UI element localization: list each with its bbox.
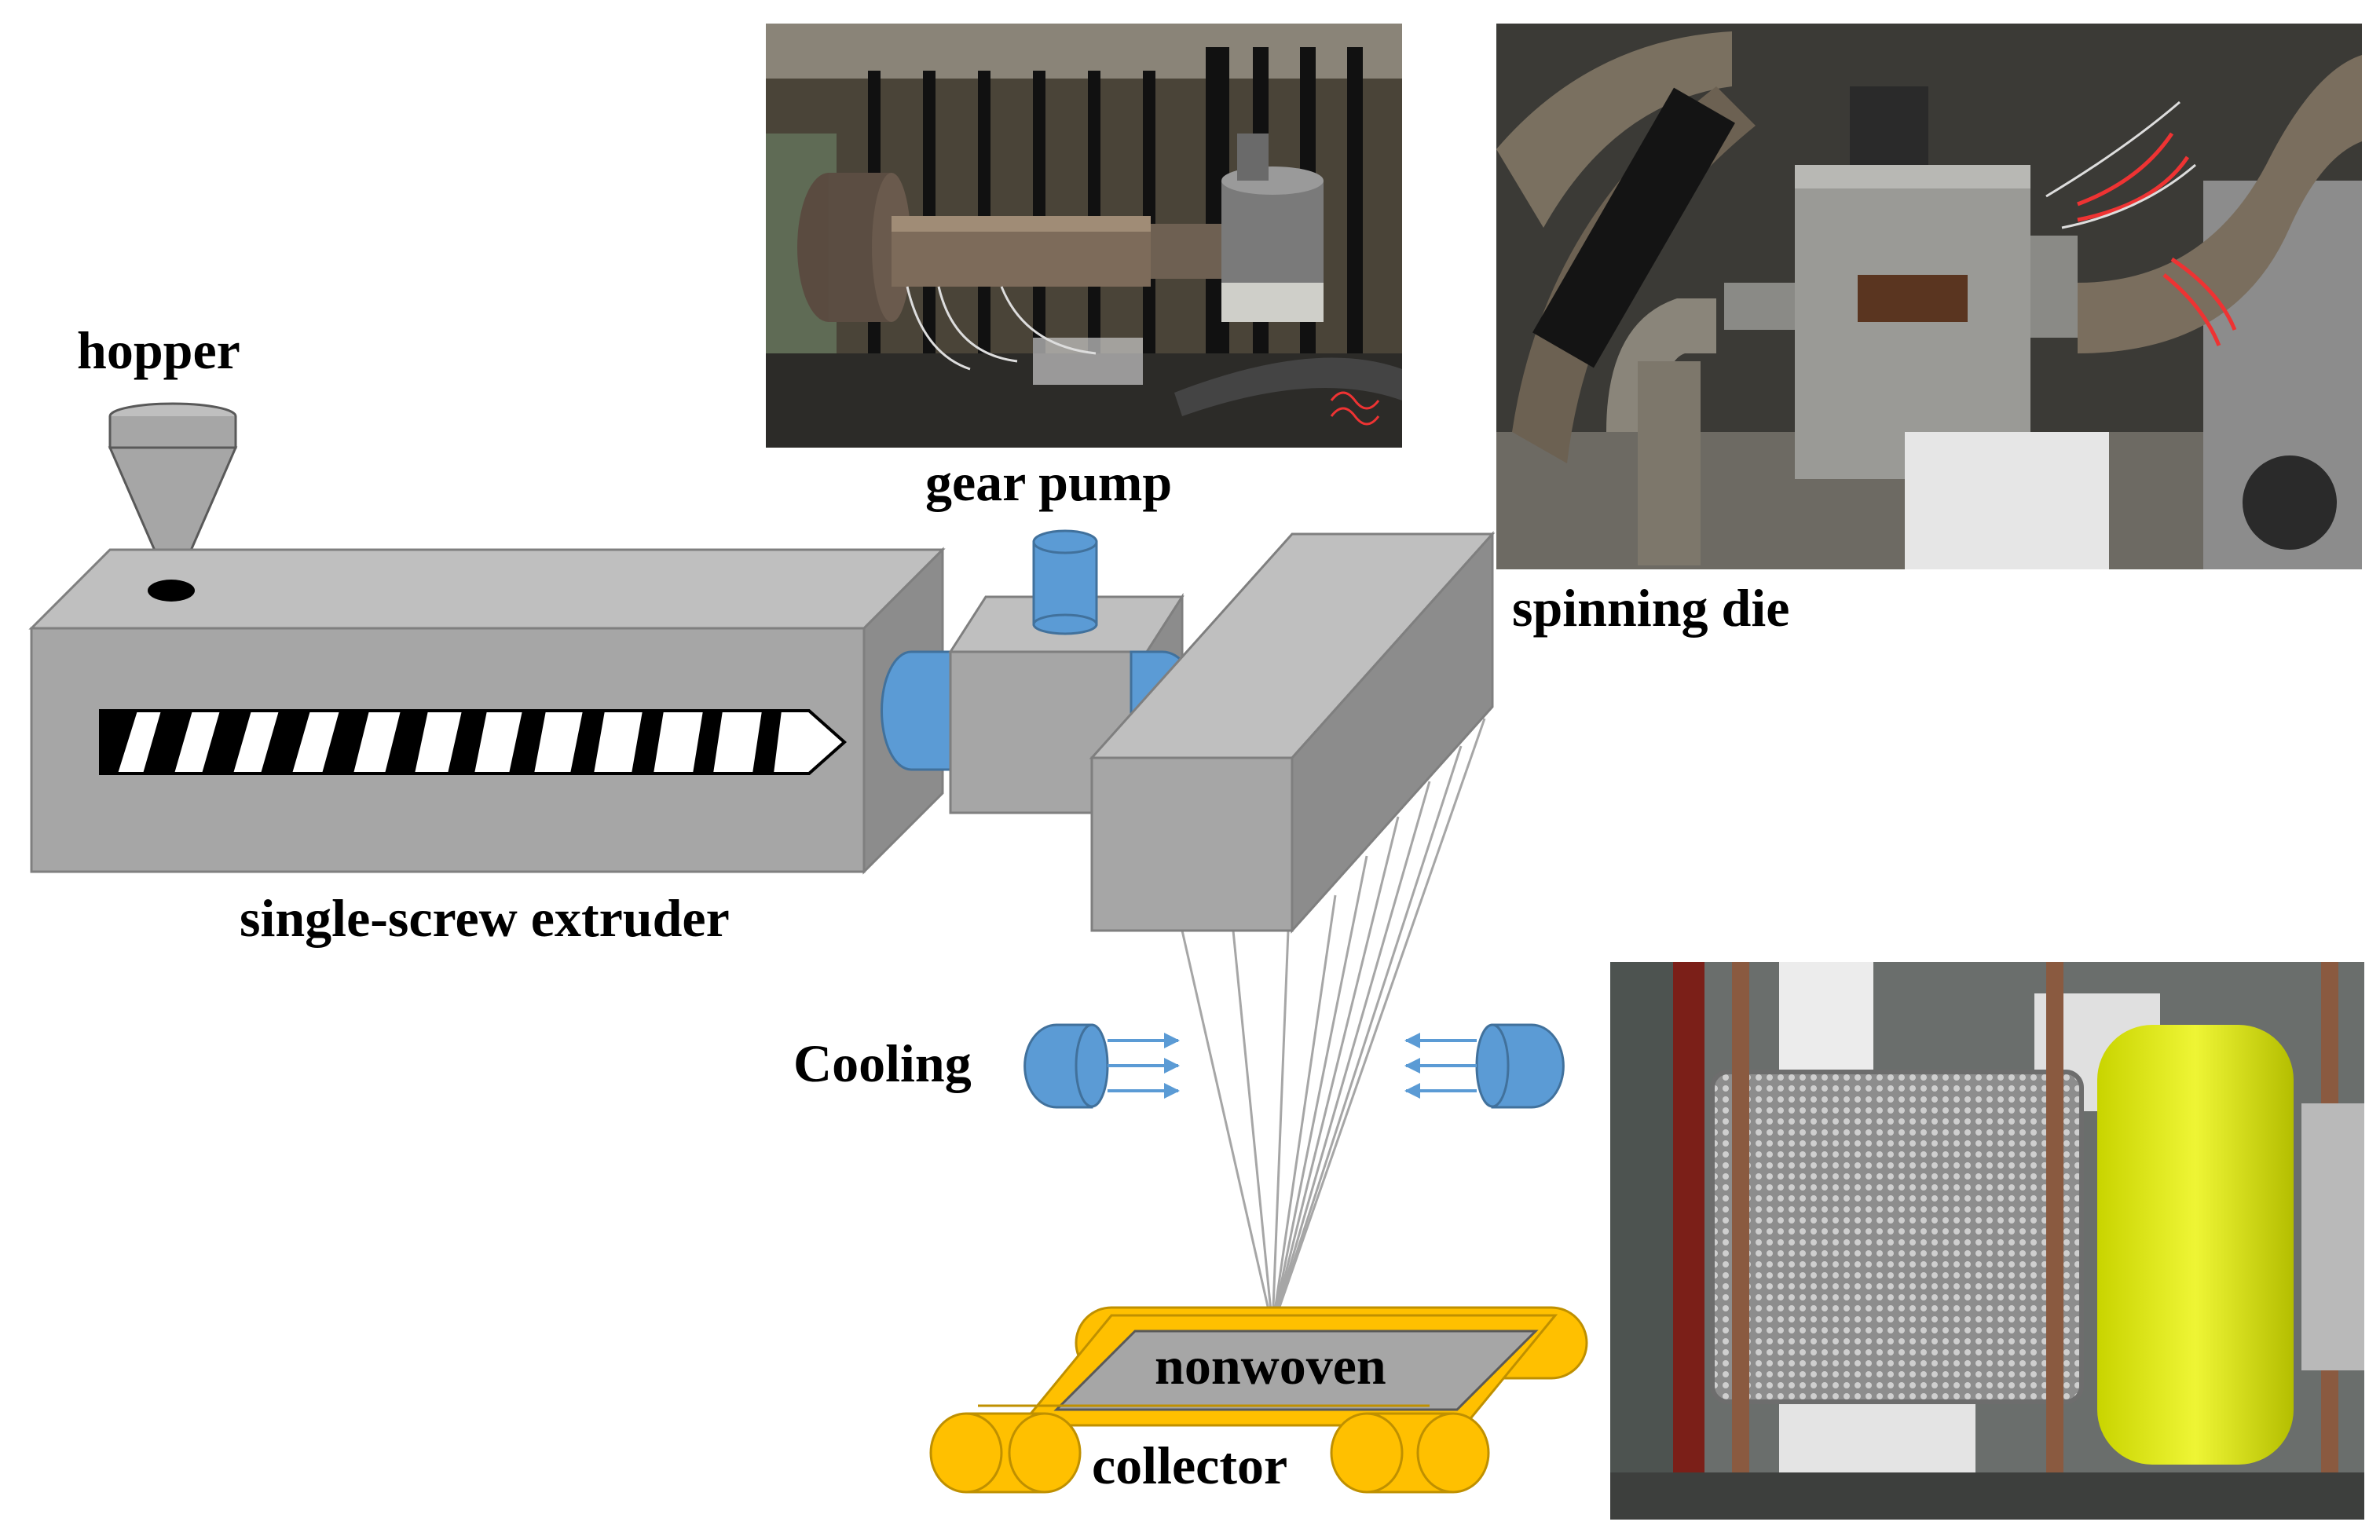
spinning-die-block <box>1089 531 1496 934</box>
collector-photo <box>1610 962 2364 1520</box>
hopper-label: hopper <box>77 320 240 380</box>
gear-pump-label: gear pump <box>925 452 1173 512</box>
spinning-die-label: spinning die <box>1512 578 1790 638</box>
spinning-die-photo <box>1496 24 2362 569</box>
cooling-blower-icon <box>1404 1023 1565 1109</box>
collector <box>929 1306 1588 1494</box>
nonwoven-label: nonwoven <box>1155 1336 1386 1396</box>
cooling-label: Cooling <box>793 1033 972 1093</box>
gear-pump-photo <box>766 24 1402 448</box>
hopper <box>108 402 238 583</box>
connector-extruder-pump <box>881 650 952 771</box>
nonwoven-sheet <box>1053 1330 1539 1411</box>
extruder-screw-icon <box>99 709 848 775</box>
collector-roller-left <box>929 1412 1082 1494</box>
extruder-label: single-screw extruder <box>240 888 730 948</box>
cooling-blower-icon <box>1023 1023 1180 1109</box>
collector-label: collector <box>1092 1436 1288 1495</box>
fiber-filaments <box>1181 718 1486 1328</box>
collector-roller-right <box>1330 1412 1490 1494</box>
